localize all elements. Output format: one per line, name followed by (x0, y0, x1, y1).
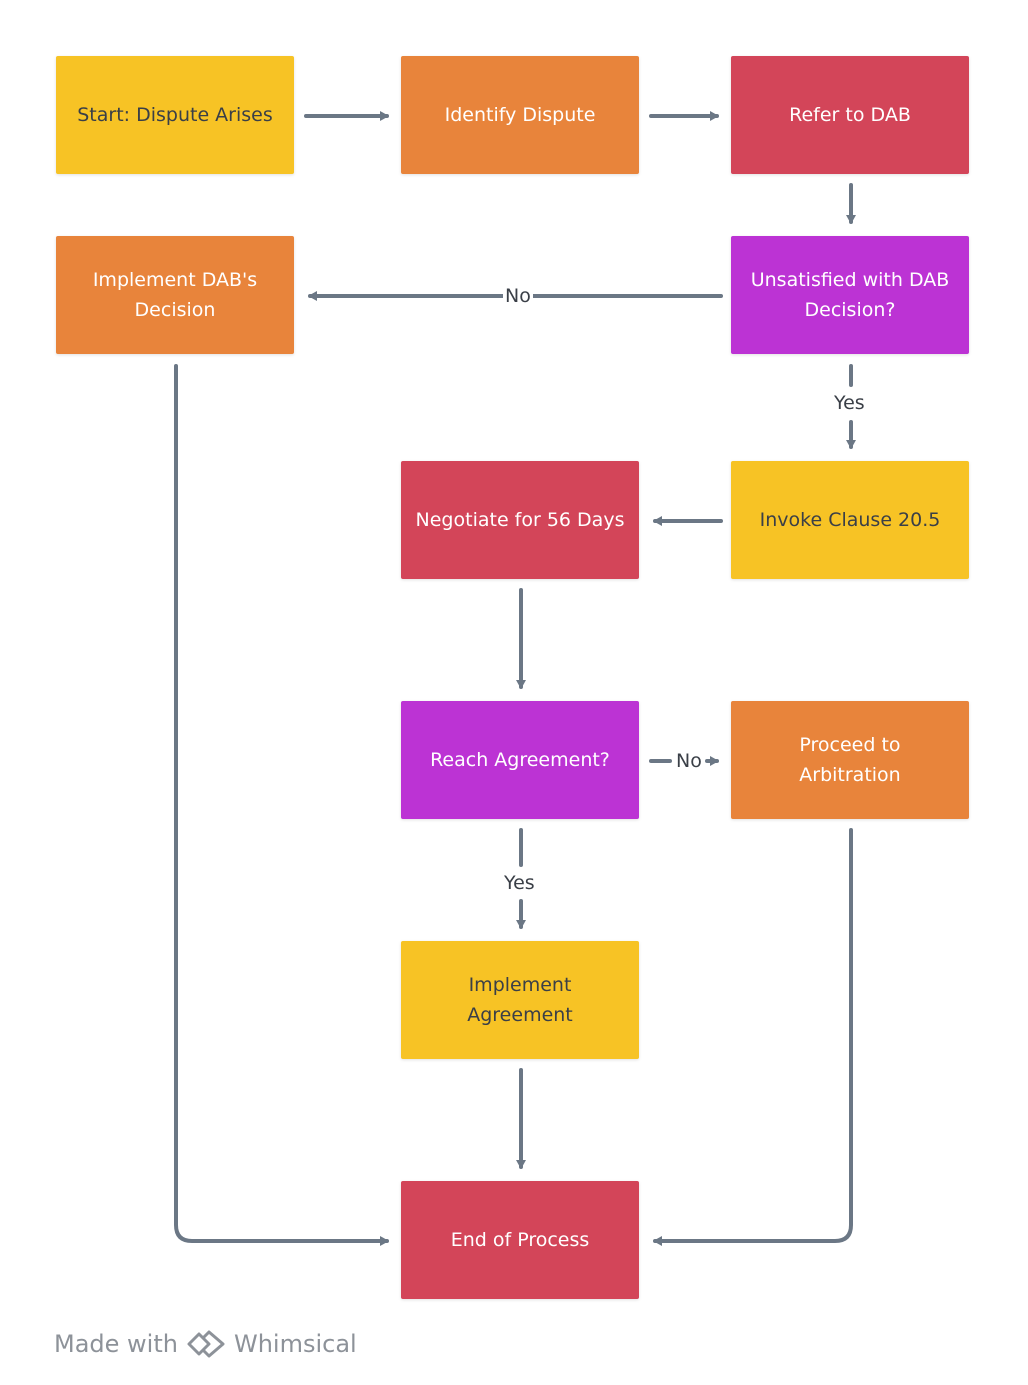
whimsical-logo-icon (187, 1330, 225, 1358)
footer-made-with-text: Made with (54, 1330, 178, 1358)
footer-brand-text: Whimsical (233, 1330, 357, 1358)
node-implement-agreement: Implement Agreement (401, 941, 639, 1059)
node-reach-agreement: Reach Agreement? (401, 701, 639, 819)
edge-arbitration-to-end (653, 828, 853, 1246)
edge-implement-dab-to-end (174, 364, 389, 1246)
node-implement-dab-decision: Implement DAB's Decision (56, 236, 294, 354)
edge-label-reach-no: No (674, 749, 704, 773)
edge-label-reach-yes: Yes (502, 871, 537, 895)
footer-made-with[interactable]: Made with Whimsical (54, 1326, 357, 1362)
node-proceed-arbitration: Proceed to Arbitration (731, 701, 969, 819)
node-refer-to-dab: Refer to DAB (731, 56, 969, 174)
node-start: Start: Dispute Arises (56, 56, 294, 174)
node-unsatisfied-decision: Unsatisfied with DAB Decision? (731, 236, 969, 354)
node-identify-dispute: Identify Dispute (401, 56, 639, 174)
node-end-of-process: End of Process (401, 1181, 639, 1299)
node-negotiate-56-days: Negotiate for 56 Days (401, 461, 639, 579)
edge-label-unsatisfied-no: No (503, 284, 533, 308)
edge-label-unsatisfied-yes: Yes (832, 391, 867, 415)
node-invoke-clause: Invoke Clause 20.5 (731, 461, 969, 579)
